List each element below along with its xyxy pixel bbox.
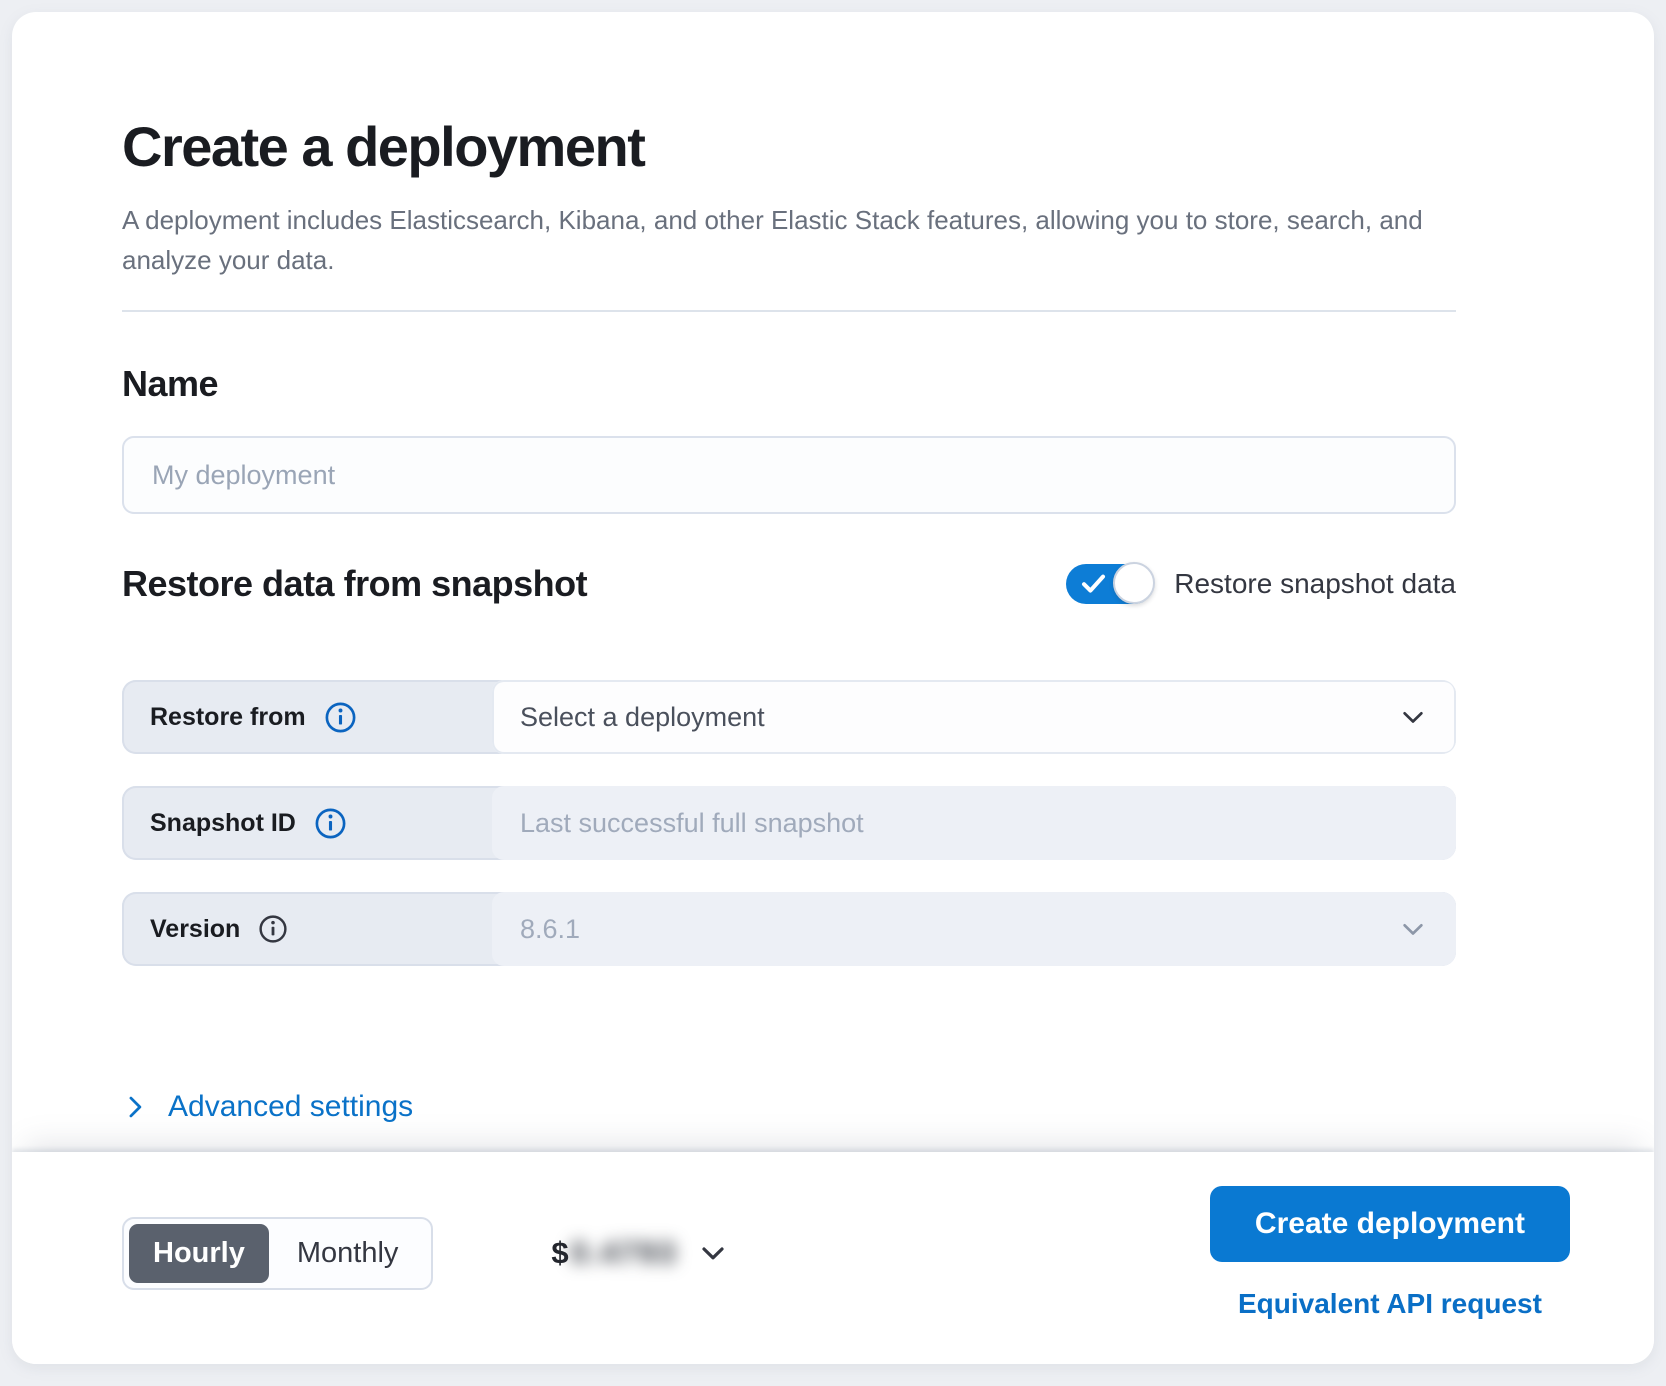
restore-section-heading: Restore data from snapshot [122,563,588,604]
chevron-right-icon [122,1094,148,1120]
snapshot-id-row: Snapshot ID Last successful full snapsho… [122,786,1456,860]
restore-toggle-label: Restore snapshot data [1174,568,1456,599]
price-dropdown[interactable]: $ 0.4793 [551,1235,729,1271]
version-select: 8.6.1 [492,892,1456,966]
advanced-settings-link[interactable]: Advanced settings [122,1090,413,1124]
version-row: Version 8.6.1 [122,892,1456,966]
billing-hourly-button[interactable]: Hourly [129,1223,269,1283]
create-deployment-button[interactable]: Create deployment [1209,1186,1570,1262]
name-section-heading: Name [122,363,219,404]
restore-from-row: Restore from Select a deployment [122,680,1456,754]
equivalent-api-request-link[interactable]: Equivalent API request [1237,1288,1542,1319]
version-value: 8.6.1 [520,913,581,944]
bottom-bar: Hourly Monthly $ 0.4793 Create deploymen… [12,1152,1654,1364]
billing-period-toggle: Hourly Monthly [122,1216,434,1290]
snapshot-id-placeholder: Last successful full snapshot [520,807,864,838]
deployment-name-input[interactable] [122,436,1456,514]
info-icon[interactable] [258,914,288,944]
version-label-cell: Version [122,892,492,966]
chevron-down-icon [697,1237,729,1269]
restore-section-header: Restore data from snapshot Restore snaps… [122,562,1456,606]
check-icon [1081,573,1107,600]
price-currency-symbol: $ [551,1235,569,1270]
restore-from-value: Select a deployment [520,701,765,732]
snapshot-form-rows: Restore from Select a deployment Snapsho… [122,680,1456,966]
snapshot-id-label: Snapshot ID [150,808,296,837]
snapshot-id-input: Last successful full snapshot [492,786,1456,860]
page-subtitle: A deployment includes Elasticsearch, Kib… [122,205,1423,275]
main-content: Create a deployment A deployment include… [12,12,1654,1152]
toggle-knob [1113,562,1156,604]
create-deployment-card: Create a deployment A deployment include… [12,12,1654,1364]
restore-snapshot-toggle[interactable] [1066,562,1156,604]
info-icon[interactable] [314,807,347,840]
restore-from-select[interactable]: Select a deployment [492,680,1456,754]
restore-from-label: Restore from [150,702,306,731]
restore-toggle-group: Restore snapshot data [1066,562,1456,604]
restore-from-label-cell: Restore from [122,680,492,754]
chevron-down-icon [1398,702,1428,732]
footer-actions: Create deployment Equivalent API request [1209,1186,1570,1320]
snapshot-id-label-cell: Snapshot ID [122,786,492,860]
info-icon[interactable] [324,701,357,734]
version-label: Version [150,914,241,943]
price-amount-obscured: 0.4793 [570,1235,678,1270]
header-divider [122,310,1456,312]
chevron-down-icon [1398,914,1428,944]
page-title: Create a deployment [122,115,646,178]
billing-monthly-button[interactable]: Monthly [269,1224,427,1283]
advanced-settings-label: Advanced settings [168,1090,414,1123]
